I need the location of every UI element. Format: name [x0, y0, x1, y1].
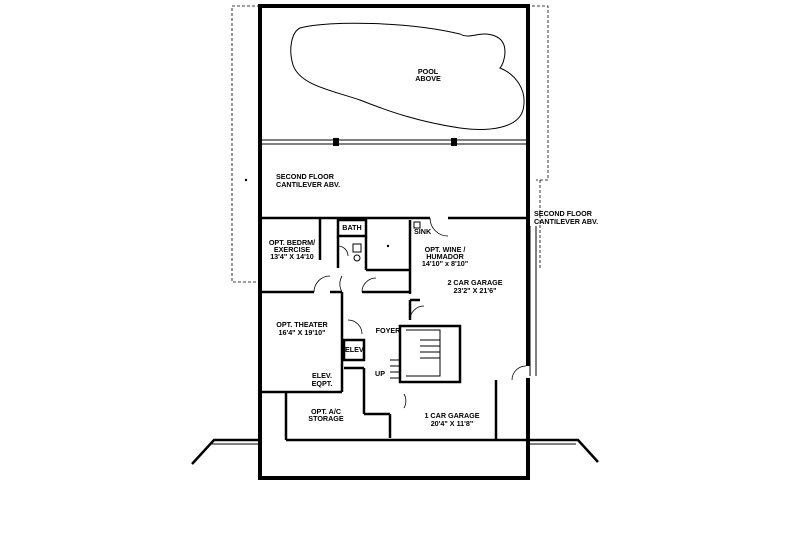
elev-eqpt-label: ELEV.EQPT. [312, 371, 333, 388]
bath-label: BATH [342, 223, 361, 232]
overhang-outline [231, 5, 549, 283]
bath-fixtures [352, 221, 421, 262]
stairs [390, 329, 441, 379]
garage-doors [529, 226, 537, 376]
door-swings [313, 217, 527, 409]
elev-label: ELEV. [345, 345, 365, 354]
sink-label: SINK [414, 227, 432, 236]
leader-dots [244, 178, 530, 374]
exterior-walls [258, 4, 530, 480]
up-label: UP [375, 369, 385, 378]
foyer-label: FOYER [376, 326, 402, 335]
interior-walls [260, 216, 528, 442]
walkways [191, 438, 599, 465]
pool-beam [262, 138, 526, 146]
pool-outline [290, 22, 525, 130]
